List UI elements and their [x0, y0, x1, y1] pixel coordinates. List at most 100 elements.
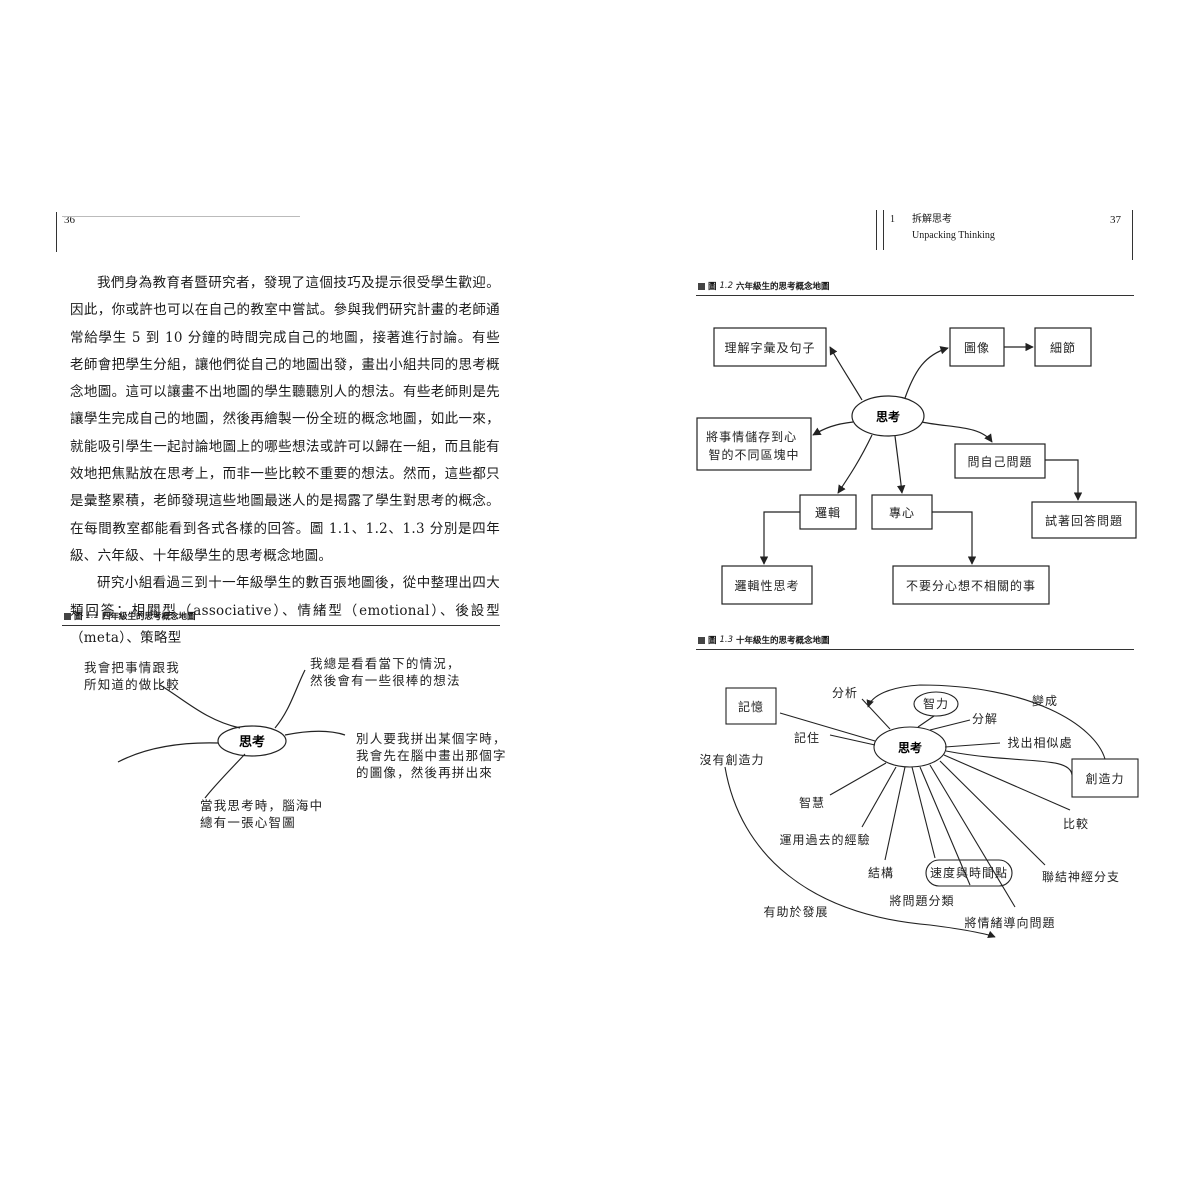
figure-1-2-caption: 圖 1.2 六年級生的思考概念地圖: [698, 280, 830, 292]
node-memory-box: [725, 687, 777, 725]
right-page: 1 拆解思考 Unpacking Thinking 37 圖 1.2 六年級生的…: [600, 0, 1200, 1200]
label-memory: 記憶: [738, 699, 764, 714]
chapter-title-en: Unpacking Thinking: [912, 230, 995, 241]
fig13-link-creativity: [945, 750, 1073, 776]
left-body-text: 我們身為教育者暨研究者，發現了這個技巧及提示很受學生歡迎。因此，你或許也可以在自…: [70, 270, 500, 652]
node-logic-label: 邏輯: [815, 506, 841, 520]
fig12-arrow-logic: [837, 434, 873, 494]
fig13-link-decompose: [929, 719, 971, 731]
fig13-link-analyze: [861, 698, 891, 730]
label-intellect: 智力: [923, 696, 949, 711]
node-no-distract-label: 不要分心想不相關的事: [906, 578, 1036, 593]
right-page-number: 37: [1110, 214, 1121, 226]
fig12-arrow-logical-thinking: [759, 511, 800, 565]
fig11-branch-4: [204, 753, 246, 799]
node-store-line-1: 將事情儲存到心: [706, 429, 797, 444]
fig11-note-3: 別人要我拼出某個字時， 我會先在腦中畫出那個字 的圖像，然後再拼出來: [356, 731, 507, 780]
fig13-arrow-change: [866, 684, 1106, 760]
paragraph-1: 我們身為教育者暨研究者，發現了這個技巧及提示很受學生歡迎。因此，你或許也可以在自…: [70, 275, 500, 564]
fig13-link-wisdom: [829, 762, 887, 796]
fig12-center-label: 思考: [876, 409, 900, 424]
fig13-link-similar: [944, 742, 1001, 748]
label-nerve: 聯結神經分支: [1042, 870, 1120, 884]
label-change: 變成: [1032, 693, 1058, 708]
figure-1-2-diagram: 思考 理解字彙及句子 圖像 細節 將事情儲存到心 智的不同區塊中 問自己問題 試…: [696, 327, 1137, 605]
label-decompose: 分解: [972, 712, 998, 726]
figure-1-1-caption: 圖 1.1 四年級生的思考概念地圖: [64, 610, 196, 622]
fig13-link-classify: [919, 766, 971, 886]
fig11-note-4: 當我思考時，腦海中 總有一張心智圖: [200, 798, 324, 830]
fig11-branch-1: [159, 684, 241, 729]
fig12-arrow-image: [904, 346, 949, 399]
fig11-note-1: 我會把事情跟我 所知道的做比較: [84, 660, 180, 692]
fig11-note-2: 我總是看看當下的情況， 然後會有一些很棒的想法: [310, 656, 461, 688]
figure-1-2-rule: [696, 295, 1134, 296]
node-no-distract-box: [892, 565, 1050, 605]
node-focus-label: 專心: [889, 506, 915, 520]
paragraph-2: 研究小組看過三到十一年級學生的數百張地圖後，從中整理出四大類回答：相關型（ass…: [70, 575, 500, 646]
caption-square-icon: [698, 282, 705, 290]
label-compare: 比較: [1063, 816, 1089, 831]
label-wisdom: 智慧: [799, 795, 825, 810]
fig12-arrow-store: [812, 421, 854, 436]
node-detail-box: [1034, 327, 1092, 367]
label-classify: 將問題分類: [889, 893, 954, 908]
right-margin-rule-3: [1132, 210, 1133, 260]
fig12-center-ellipse: [851, 395, 925, 437]
node-intellect-ellipse: [913, 691, 959, 717]
label-find-similar: 找出相似處: [1007, 736, 1072, 750]
fig12-arrow-understand: [829, 346, 863, 401]
label-development: 有助於發展: [763, 904, 828, 919]
fig11-branch-2: [274, 669, 306, 729]
node-answer-box: [1031, 501, 1137, 539]
fig13-center-label: 思考: [898, 740, 922, 755]
node-detail-label: 細節: [1050, 340, 1076, 355]
left-page: 36 我們身為教育者暨研究者，發現了這個技巧及提示很受學生歡迎。因此，你或許也可…: [56, 212, 507, 830]
fig13-link-memory: [779, 712, 876, 742]
fig13-link-intellect: [917, 715, 935, 728]
node-store-box: [696, 417, 812, 471]
figure-1-1-title: 四年級生的思考概念地圖: [102, 612, 196, 622]
node-logical-thinking-box: [721, 565, 813, 605]
node-understand-box: [713, 327, 827, 367]
caption-square-icon: [64, 612, 71, 620]
fig13-link-nerve: [939, 760, 1046, 866]
label-remember: 記住: [794, 730, 820, 745]
node-image-label: 圖像: [964, 341, 990, 355]
label-use-past: 運用過去的經驗: [779, 832, 870, 847]
figure-1-3-rule: [696, 649, 1134, 650]
fig11-branch-3: [284, 730, 346, 736]
chapter-number: 1: [890, 214, 895, 225]
node-answer-label: 試著回答問題: [1045, 513, 1123, 528]
figure-1-1-rule: [62, 625, 500, 626]
label-emotion: 將情緒導向問題: [964, 915, 1055, 930]
left-page-number: 36: [64, 214, 75, 226]
node-ask-box: [954, 443, 1046, 479]
right-margin-rule-1: [876, 210, 877, 250]
label-structure: 結構: [868, 866, 894, 880]
label-speed: 速度與時間點: [930, 865, 1008, 880]
left-margin-rule: [56, 212, 57, 252]
left-header-rule: [62, 216, 300, 217]
figure-1-2-number: 1.2: [719, 281, 734, 291]
fig13-arrow-development: [724, 766, 996, 939]
right-margin-rule-2: [883, 210, 884, 250]
label-no-creativity: 沒有創造力: [699, 753, 764, 767]
fig13-link-compare: [943, 754, 1071, 811]
figure-1-1-diagram: 思考: [117, 669, 346, 799]
label-analyze: 分析: [832, 686, 858, 700]
fig12-arrow-answer: [1045, 459, 1083, 501]
fig13-link-structure: [884, 766, 906, 861]
fig12-arrow-focus: [894, 435, 906, 494]
fig11-branch-5: [117, 742, 219, 763]
node-store-line-2: 智的不同區塊中: [708, 447, 799, 462]
figure-1-3-title: 十年級生的思考概念地圖: [736, 636, 830, 646]
node-understand-label: 理解字彙及句子: [724, 340, 815, 355]
caption-square-icon: [698, 636, 705, 644]
fig13-link-emotion: [929, 764, 1016, 908]
node-logical-thinking-label: 邏輯性思考: [734, 579, 799, 593]
fig12-arrow-ask: [921, 421, 993, 443]
node-store-label: 將事情儲存到心 智的不同區塊中: [706, 429, 802, 462]
figure-1-1-number: 1.1: [85, 611, 100, 621]
node-speed-ellipse: [925, 859, 1013, 887]
